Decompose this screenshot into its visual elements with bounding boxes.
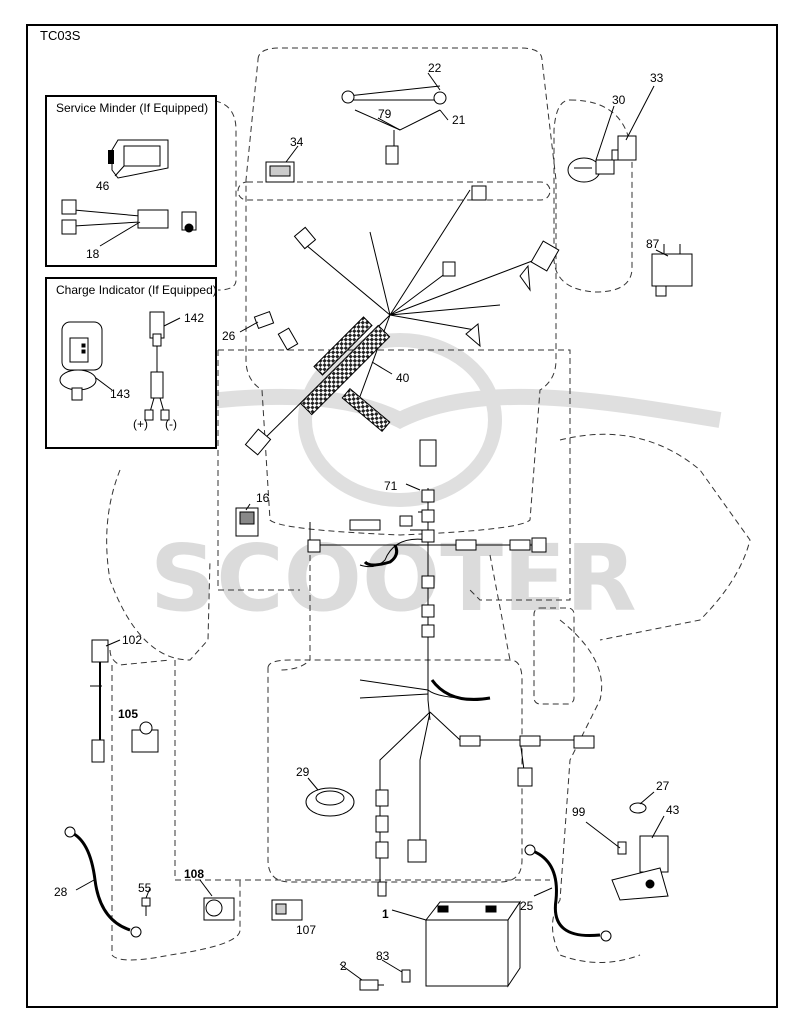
part-label-107: 107 <box>296 923 316 937</box>
rear-frame-left <box>174 660 550 881</box>
rear-left-curve <box>109 649 171 666</box>
part-label-16: 16 <box>256 491 270 505</box>
part-label-142: 142 <box>184 311 204 325</box>
seat-outline-right <box>489 554 511 661</box>
diagram-code: TC03S <box>40 28 81 43</box>
part-label-29: 29 <box>296 765 310 779</box>
watermark: SCOOTER <box>78 333 722 632</box>
part-label-43: 43 <box>666 803 680 817</box>
part-label-99: 99 <box>572 805 586 819</box>
part-label-108: 108 <box>184 867 204 881</box>
part-label-1: 1 <box>382 907 389 921</box>
part-label-102: 102 <box>122 633 142 647</box>
polarity-plus: (+) <box>133 417 148 431</box>
rear-harness <box>307 439 595 897</box>
service-minder-harness <box>61 199 197 235</box>
bracket-29 <box>305 787 355 817</box>
charge-indicator-box: Charge Indicator (If Equipped) (+) (-) <box>45 277 217 449</box>
service-minder-title: Service Minder (If Equipped) <box>56 101 208 115</box>
service-minder-box: Service Minder (If Equipped) <box>45 95 217 267</box>
fuse-block-outline <box>533 607 575 705</box>
battery-cables <box>64 826 612 942</box>
relay-87 <box>651 244 693 297</box>
solenoid-105 <box>131 721 159 753</box>
polarity-minus: (-) <box>165 417 177 431</box>
ignition-switch-30 <box>567 157 615 183</box>
frame-outline-left <box>217 350 300 591</box>
module-107 <box>271 899 303 921</box>
part-label-55: 55 <box>138 881 152 895</box>
main-harness <box>244 185 560 456</box>
part-label-33: 33 <box>650 71 664 85</box>
leader-lines <box>75 72 669 981</box>
harness-sleeve <box>299 316 391 433</box>
part-label-87: 87 <box>646 237 660 251</box>
part-label-34: 34 <box>290 135 304 149</box>
part-label-30: 30 <box>612 93 626 107</box>
relay-26 <box>253 310 275 330</box>
part-label-18: 18 <box>86 247 100 261</box>
part-label-27: 27 <box>656 779 670 793</box>
washer-27 <box>629 802 647 814</box>
fuse-holder-102 <box>90 639 109 763</box>
key-33 <box>611 135 637 161</box>
part-label-46: 46 <box>96 179 110 193</box>
service-minder-meter <box>108 139 169 179</box>
screw-99 <box>617 841 627 855</box>
battery-tray-outline <box>267 659 523 883</box>
charge-indicator-title: Charge Indicator (If Equipped) <box>56 283 217 297</box>
headlight-harness <box>341 85 447 165</box>
part-label-83: 83 <box>376 949 390 963</box>
solenoid-108 <box>203 897 235 921</box>
part-label-71: 71 <box>384 479 398 493</box>
charge-indicator-harness <box>144 311 170 421</box>
part-label-26: 26 <box>222 329 236 343</box>
battery-1 <box>424 900 521 988</box>
part-label-25: 25 <box>520 899 534 913</box>
frame-outline-right <box>218 349 571 601</box>
tractor-body-outline <box>245 47 557 536</box>
module-16 <box>235 507 259 537</box>
dash-panel-outline <box>237 181 551 201</box>
part-label-40: 40 <box>396 371 410 385</box>
key-switch-outline <box>553 99 633 293</box>
part-label-79: 79 <box>378 107 392 121</box>
watermark-text: SCOOTER <box>150 525 637 632</box>
part-label-143: 143 <box>110 387 130 401</box>
part-label-21: 21 <box>452 113 466 127</box>
light-switch-34 <box>265 161 295 183</box>
right-fender-outline <box>559 433 751 641</box>
nut-83 <box>401 969 411 983</box>
dashed-outlines <box>106 47 751 963</box>
part-label-2: 2 <box>340 959 347 973</box>
part-labels: 22 79 21 34 30 33 87 46 18 142 143 26 40… <box>54 61 680 973</box>
part-label-22: 22 <box>428 61 442 75</box>
part-label-28: 28 <box>54 885 68 899</box>
switch-43 <box>611 835 669 901</box>
part-label-105: 105 <box>118 707 138 721</box>
screw-55 <box>141 897 151 916</box>
bolt-2 <box>359 979 384 991</box>
charge-indicator-gauge <box>59 321 103 401</box>
rear-right-outline <box>552 619 641 963</box>
service-minder-dash <box>204 99 237 291</box>
